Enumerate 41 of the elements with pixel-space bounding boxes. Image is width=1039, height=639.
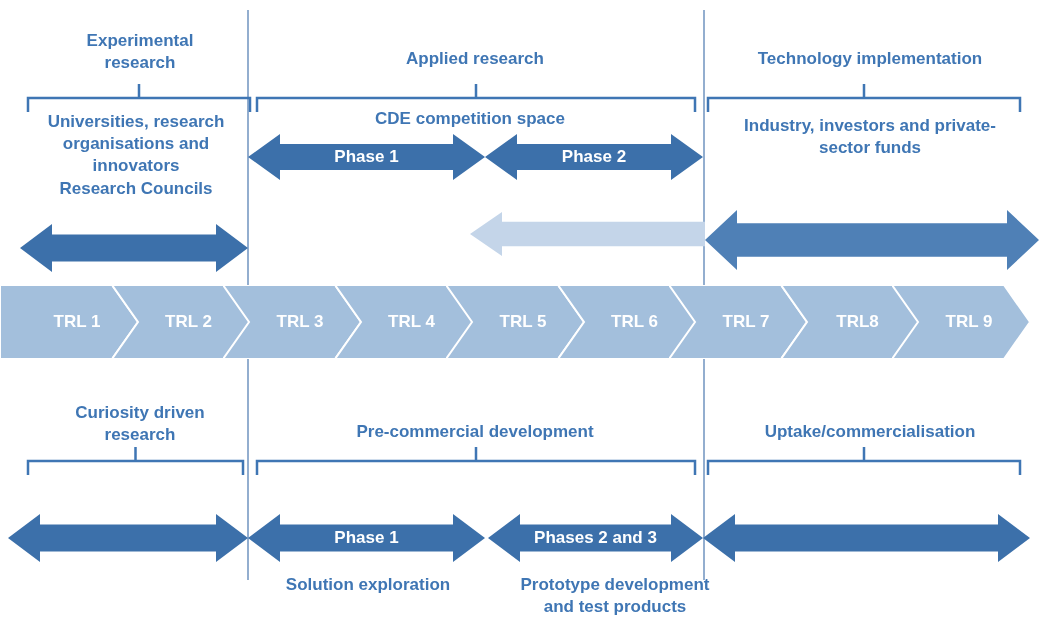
span-marker [705, 210, 1039, 270]
step-label: TRL 9 [944, 312, 994, 332]
heading-text: Applied research [405, 48, 545, 70]
heading-text: Pre-commercial development [355, 421, 595, 443]
step-label: TRL 4 [387, 312, 436, 332]
heading-text: Universities, research organisations and innovators [46, 111, 226, 177]
heading-text: CDE competition space [374, 108, 566, 130]
step-label: TRL 3 [275, 312, 325, 332]
span-marker-left [470, 212, 705, 256]
heading-text: Industry, investors and private-sector funds [743, 115, 997, 159]
span-marker [8, 514, 248, 562]
heading-text: Curiosity driven research [74, 402, 206, 446]
step-label: TRL 6 [610, 312, 659, 332]
chevron-step [780, 285, 919, 359]
chevron-step [446, 285, 584, 359]
span-marker [485, 134, 703, 180]
chevron-step [557, 285, 696, 359]
chevron-step [223, 285, 361, 359]
span-marker [248, 134, 485, 180]
chevron-step [111, 285, 250, 359]
chevron-step [334, 285, 473, 359]
phase-label: Phase 2 [560, 147, 628, 167]
phase-caption: Solution exploration [284, 574, 452, 596]
step-label: TRL8 [835, 312, 880, 332]
span-marker [248, 514, 485, 562]
chevron-step [669, 285, 807, 359]
phase-label: Phases 2 and 3 [533, 528, 658, 548]
step-label: TRL 2 [164, 312, 213, 332]
step-label: TRL 7 [721, 312, 771, 332]
phase-label: Phase 1 [333, 528, 400, 548]
chevron-step [892, 285, 1030, 359]
heading-text: Technology implementation [756, 48, 984, 70]
span-marker [488, 514, 703, 562]
heading-text: Experimental research [85, 30, 195, 74]
phase-label: Phase 1 [333, 147, 400, 167]
span-marker [20, 224, 248, 272]
step-label: TRL 5 [498, 312, 548, 332]
heading-text: Uptake/commercialisation [763, 421, 977, 443]
phase-caption: Prototype development and test products [519, 574, 711, 618]
span-marker [703, 514, 1030, 562]
heading-text: Research Councils [58, 178, 214, 200]
